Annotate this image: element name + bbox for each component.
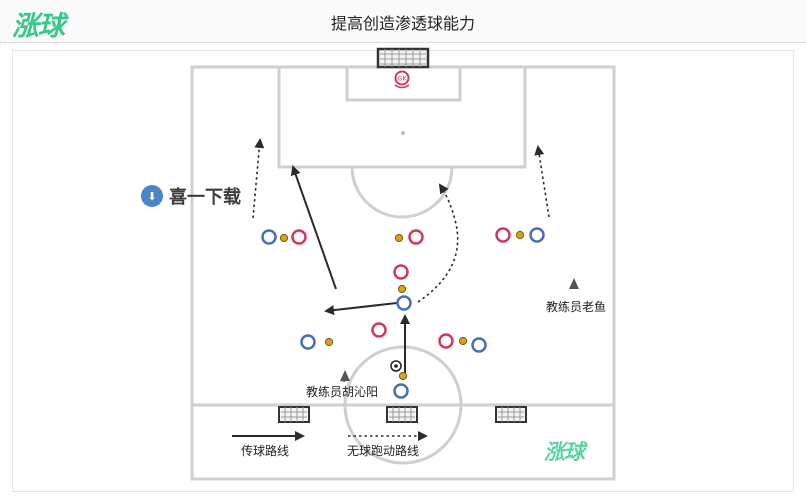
player-blue xyxy=(300,334,316,350)
page-title: 提高创造渗透球能力 xyxy=(330,14,475,33)
small-goal-right xyxy=(495,406,527,423)
center-circle xyxy=(343,345,463,465)
player-red xyxy=(371,322,387,338)
player-blue xyxy=(393,383,409,399)
player-red xyxy=(438,333,454,349)
neutral-player xyxy=(397,284,407,294)
goalkeeper: GK xyxy=(394,70,410,89)
brand-logo: 涨球 xyxy=(12,11,65,42)
brand-logo-watermark: 涨球 xyxy=(544,440,585,464)
run-arrow-left xyxy=(252,138,265,219)
coach-cone xyxy=(569,278,579,289)
neutral-player xyxy=(394,233,404,243)
coach-label-1: 教练员胡沁阳 xyxy=(306,385,379,399)
small-goal-center xyxy=(386,406,418,423)
legend-pass-label: 传球路线 xyxy=(241,444,290,458)
neutral-player xyxy=(458,336,468,346)
run-arrow-center xyxy=(417,183,459,303)
small-goal-left xyxy=(278,406,310,423)
ball xyxy=(390,360,402,372)
header-bar xyxy=(0,0,806,43)
player-red xyxy=(291,229,307,245)
player-red xyxy=(408,229,424,245)
pass-arrow-to-left xyxy=(324,302,398,316)
neutral-player xyxy=(324,337,334,347)
penalty-arc xyxy=(350,166,454,219)
player-red xyxy=(495,227,511,243)
player-red xyxy=(393,264,409,280)
pass-arrow-to-goal xyxy=(290,165,337,290)
watermark-text: 喜一下载 xyxy=(169,187,241,208)
coach-label-2: 教练员老鱼 xyxy=(546,300,607,314)
player-blue xyxy=(396,295,412,311)
player-blue xyxy=(529,227,545,243)
player-blue xyxy=(261,229,277,245)
watermark: ⬇ 喜一下载 xyxy=(141,183,241,209)
gk-label: GK xyxy=(397,75,407,83)
run-arrow-right xyxy=(534,145,550,218)
download-app-icon: ⬇ xyxy=(141,185,163,207)
neutral-player xyxy=(279,233,289,243)
penalty-spot xyxy=(401,131,405,135)
coach-cone xyxy=(340,370,350,381)
player-blue xyxy=(471,337,487,353)
neutral-player xyxy=(398,371,408,381)
goal-top xyxy=(376,47,430,69)
neutral-player xyxy=(515,230,525,240)
legend-run-label: 无球跑动路线 xyxy=(347,444,420,458)
